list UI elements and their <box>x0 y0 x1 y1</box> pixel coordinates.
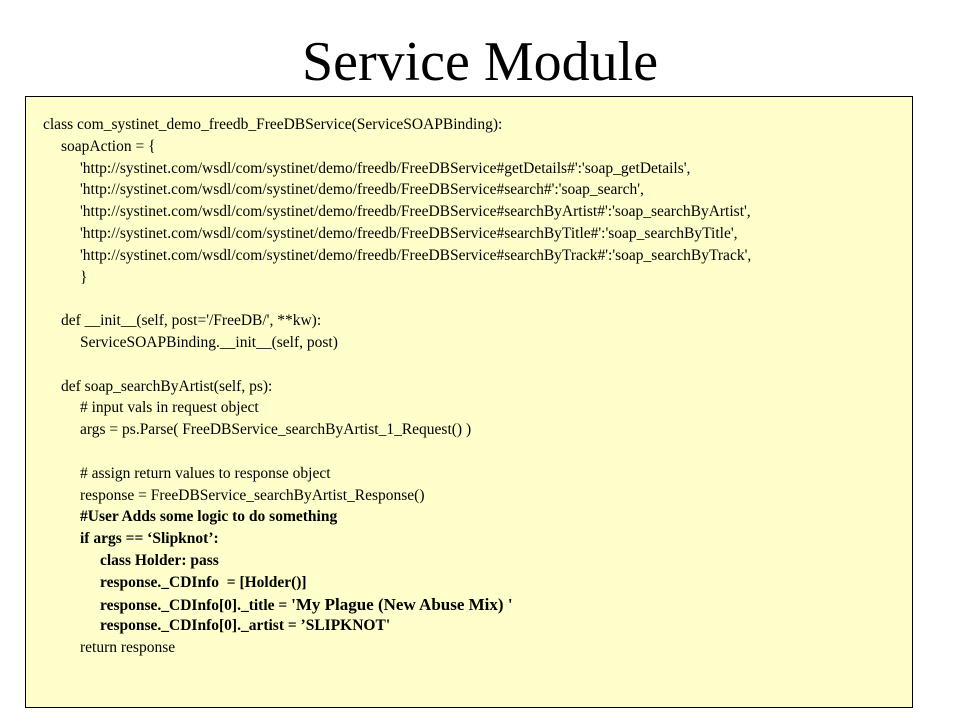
code-line: } <box>80 268 88 286</box>
code-line: def soap_searchByArtist(self, ps): <box>61 377 273 395</box>
code-line: # input vals in request object <box>80 399 259 417</box>
code-line: 'http://systinet.com/wsdl/com/systinet/d… <box>80 224 738 242</box>
code-line <box>43 441 751 463</box>
code-line: class Holder: pass <box>100 551 219 569</box>
code-line: response._CDInfo[0]._artist = ’SLIPKNOT' <box>100 617 391 635</box>
code-line-segment: response._CDInfo[0]._title = <box>100 596 292 614</box>
code-line: return response <box>80 639 176 657</box>
code-line: # assign return values to response objec… <box>80 464 331 482</box>
code-listing: class com_systinet_demo_freedb_FreeDBSer… <box>43 114 751 659</box>
code-line: 'http://systinet.com/wsdl/com/systinet/d… <box>80 203 751 221</box>
code-line: args = ps.Parse( FreeDBService_searchByA… <box>80 421 472 439</box>
code-line: 'http://systinet.com/wsdl/com/systinet/d… <box>80 246 752 264</box>
code-line: 'http://systinet.com/wsdl/com/systinet/d… <box>80 159 691 177</box>
slide-title: Service Module <box>301 31 659 93</box>
code-line: if args == ‘Slipknot’: <box>80 530 219 548</box>
code-line: response._CDInfo[0]._title = 'My Plague … <box>43 594 751 616</box>
code-line: soapAction = { <box>61 137 156 155</box>
code-line: class com_systinet_demo_freedb_FreeDBSer… <box>43 116 503 133</box>
code-line <box>43 354 751 376</box>
code-line <box>43 288 751 310</box>
code-line: ServiceSOAPBinding.__init__(self, post) <box>80 333 338 351</box>
code-line: 'http://systinet.com/wsdl/com/systinet/d… <box>80 181 644 199</box>
code-line: #User Adds some logic to do something <box>80 508 338 526</box>
code-line: def __init__(self, post='/FreeDB/', **kw… <box>61 312 322 330</box>
code-line-segment: 'My Plague (New Abuse Mix) ' <box>291 594 513 614</box>
code-line: response = FreeDBService_searchByArtist_… <box>80 486 425 504</box>
code-listing-box: class com_systinet_demo_freedb_FreeDBSer… <box>25 96 913 708</box>
code-line: response._CDInfo = [Holder()] <box>100 573 307 591</box>
